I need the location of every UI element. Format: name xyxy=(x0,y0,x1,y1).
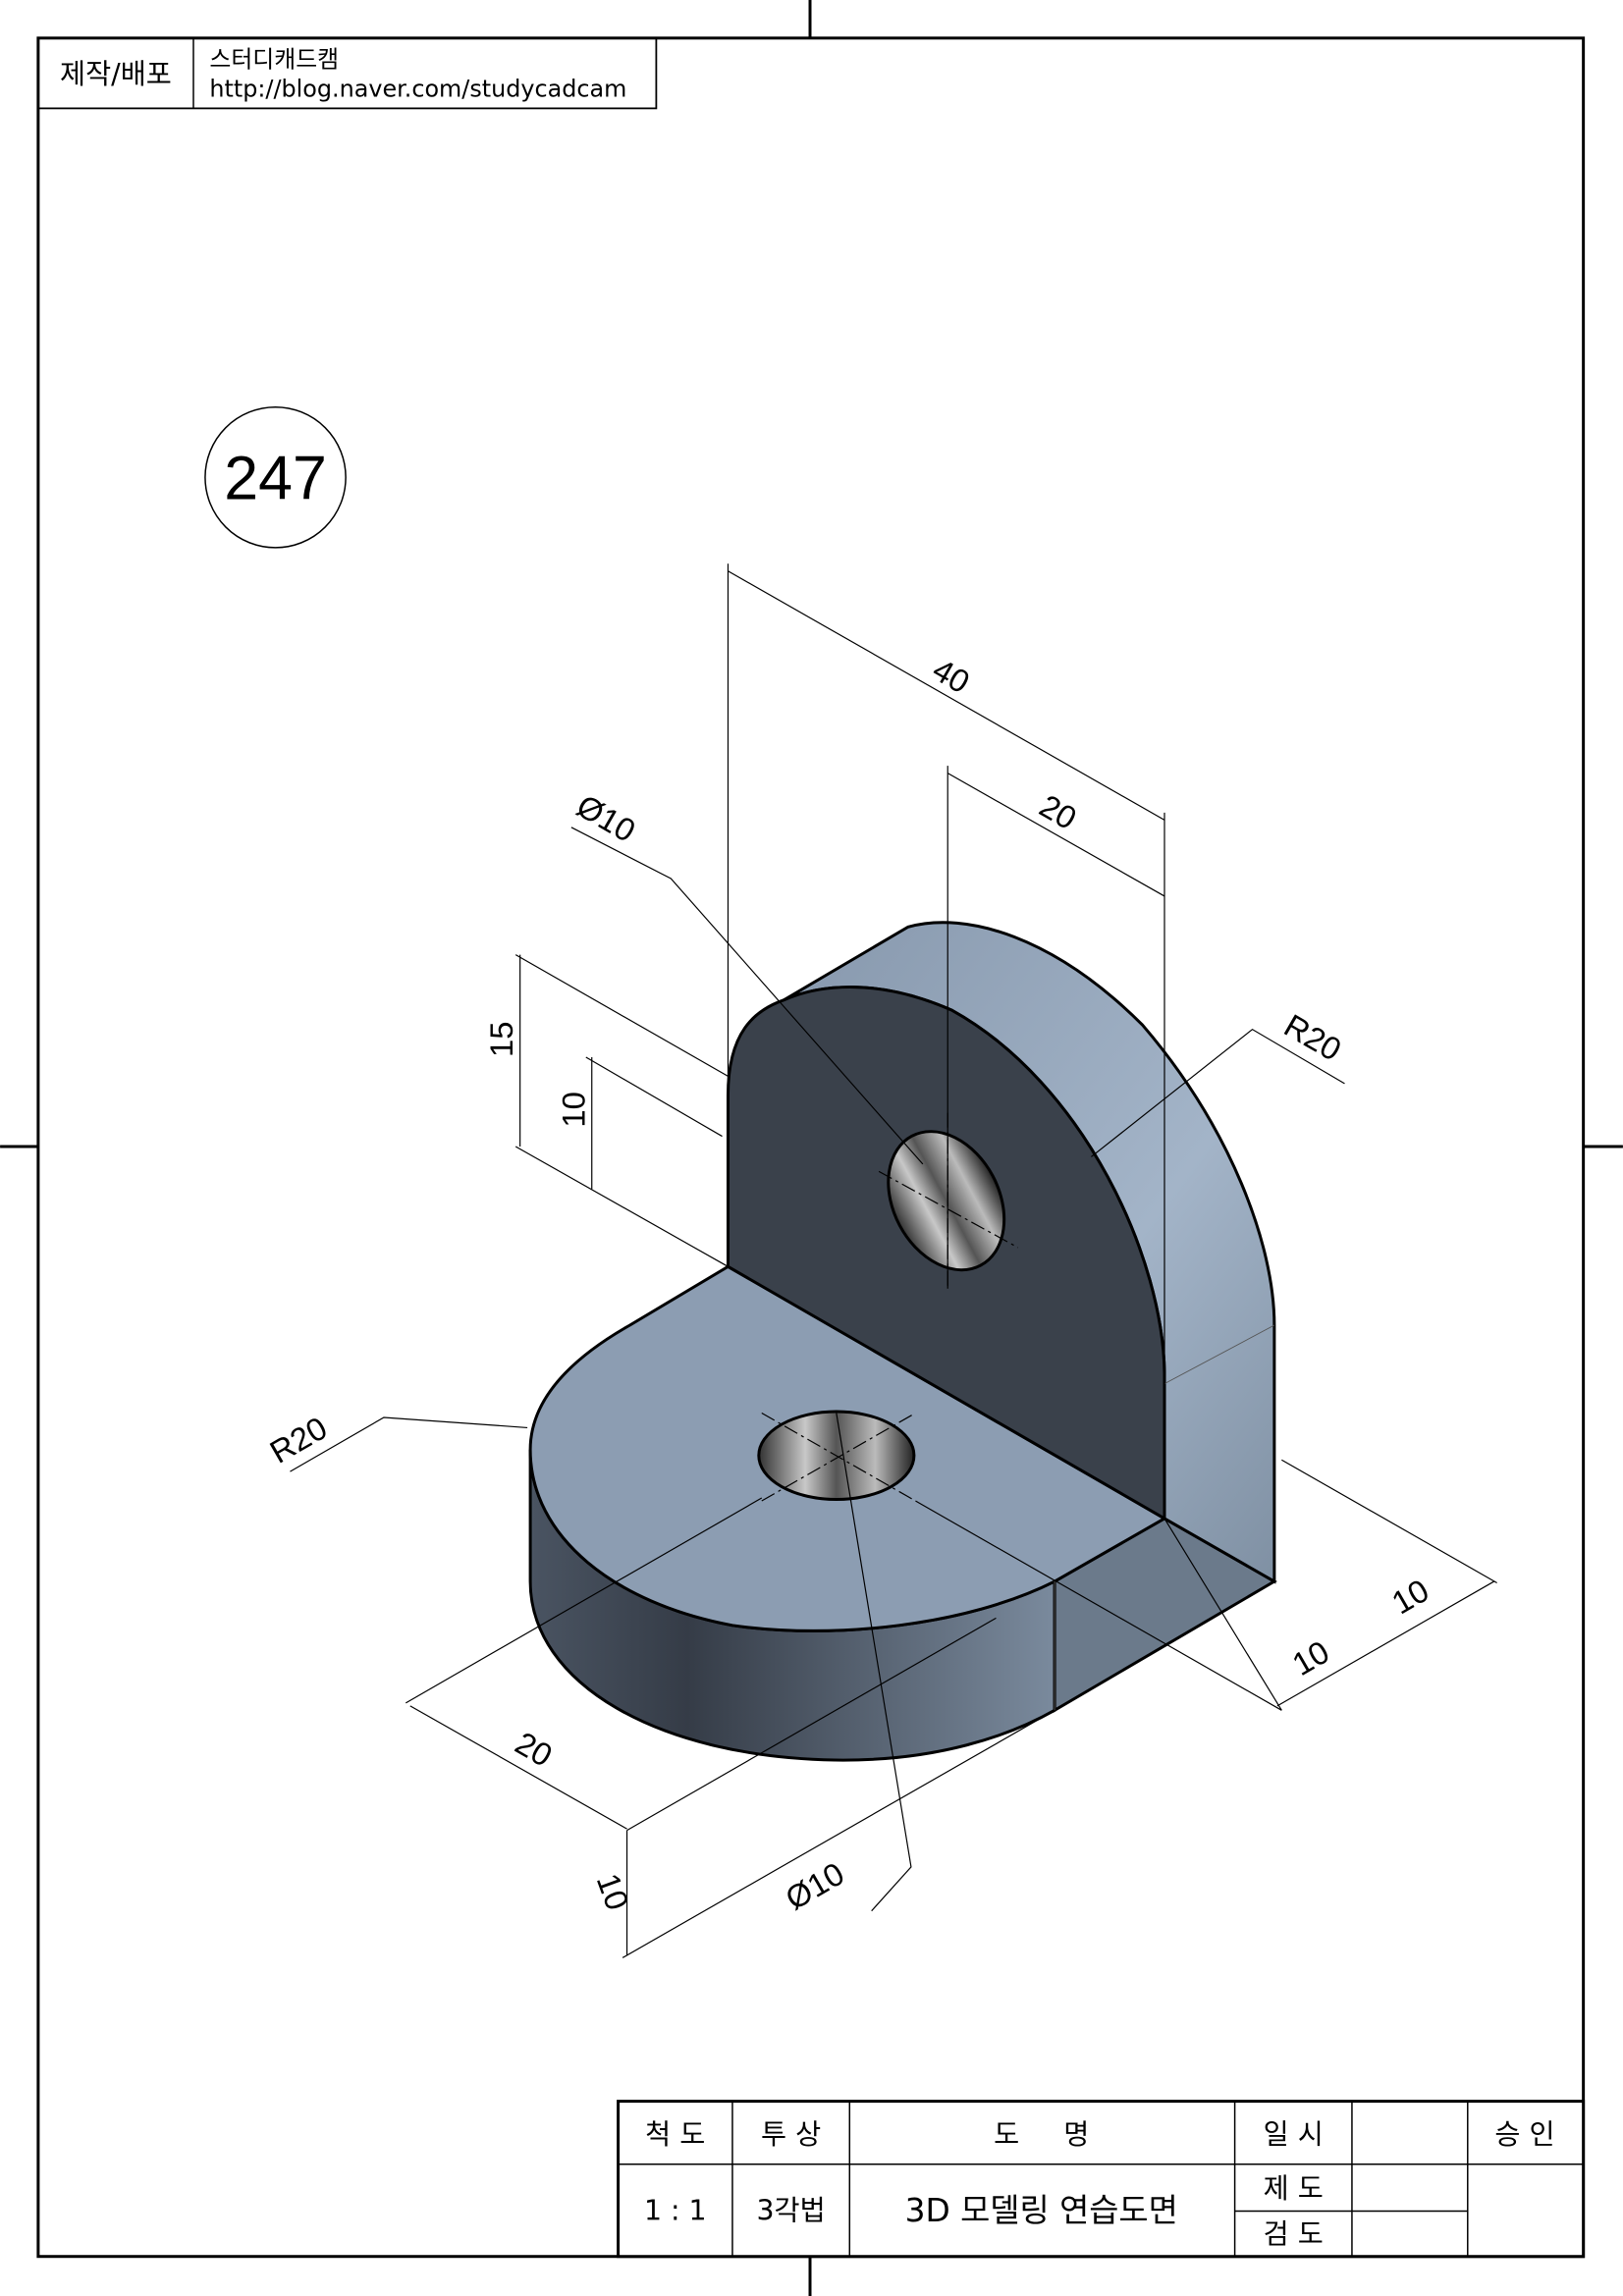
drawing-number: 247 xyxy=(224,445,327,513)
dim-10-base: 10 xyxy=(590,1869,636,1915)
dim-10-right-a: 10 xyxy=(1286,1633,1335,1682)
drawing-name: 3D 모델링 연습도면 xyxy=(905,2192,1178,2229)
projection-value: 3각법 xyxy=(757,2194,826,2226)
drawn-label: 제 도 xyxy=(1264,2172,1324,2205)
part-model xyxy=(528,921,1277,1762)
upright-hole xyxy=(887,1130,1006,1272)
dim-r20-base: R20 xyxy=(264,1410,334,1470)
author-box: 제작/배포 스터디캐드캠 http://blog.naver.com/study… xyxy=(36,36,658,110)
dim-40: 40 xyxy=(927,651,976,700)
scale-label: 척 도 xyxy=(645,2118,705,2151)
projection-label: 투 상 xyxy=(761,2118,821,2151)
dim-dia-upright: Ø10 xyxy=(570,787,641,849)
dimension-lines xyxy=(290,563,1497,1958)
name-label: 도 명 xyxy=(994,2118,1089,2151)
dim-10-hole: 10 xyxy=(555,1092,591,1127)
scale-value: 1 : 1 xyxy=(644,2194,707,2226)
checked-label: 검 도 xyxy=(1264,2217,1324,2250)
date-label: 일 시 xyxy=(1264,2118,1324,2151)
approval-label: 승 인 xyxy=(1494,2118,1554,2151)
author-url[interactable]: http://blog.naver.com/studycadcam xyxy=(209,75,626,102)
dim-15: 15 xyxy=(483,1022,519,1057)
dim-10-right-b: 10 xyxy=(1385,1572,1434,1621)
dim-20-top: 20 xyxy=(1034,787,1083,836)
dim-r20-upright: R20 xyxy=(1278,1007,1348,1068)
author-name: 스터디캐드캠 xyxy=(209,46,339,74)
drawing-number-badge: 247 xyxy=(204,405,347,549)
author-label: 제작/배포 xyxy=(60,58,172,90)
title-block: 척 도 투 상 도 명 일 시 승 인 1 : 1 3각법 3D 모델링 연습도… xyxy=(617,2100,1586,2259)
dim-dia-base: Ø10 xyxy=(780,1855,850,1917)
